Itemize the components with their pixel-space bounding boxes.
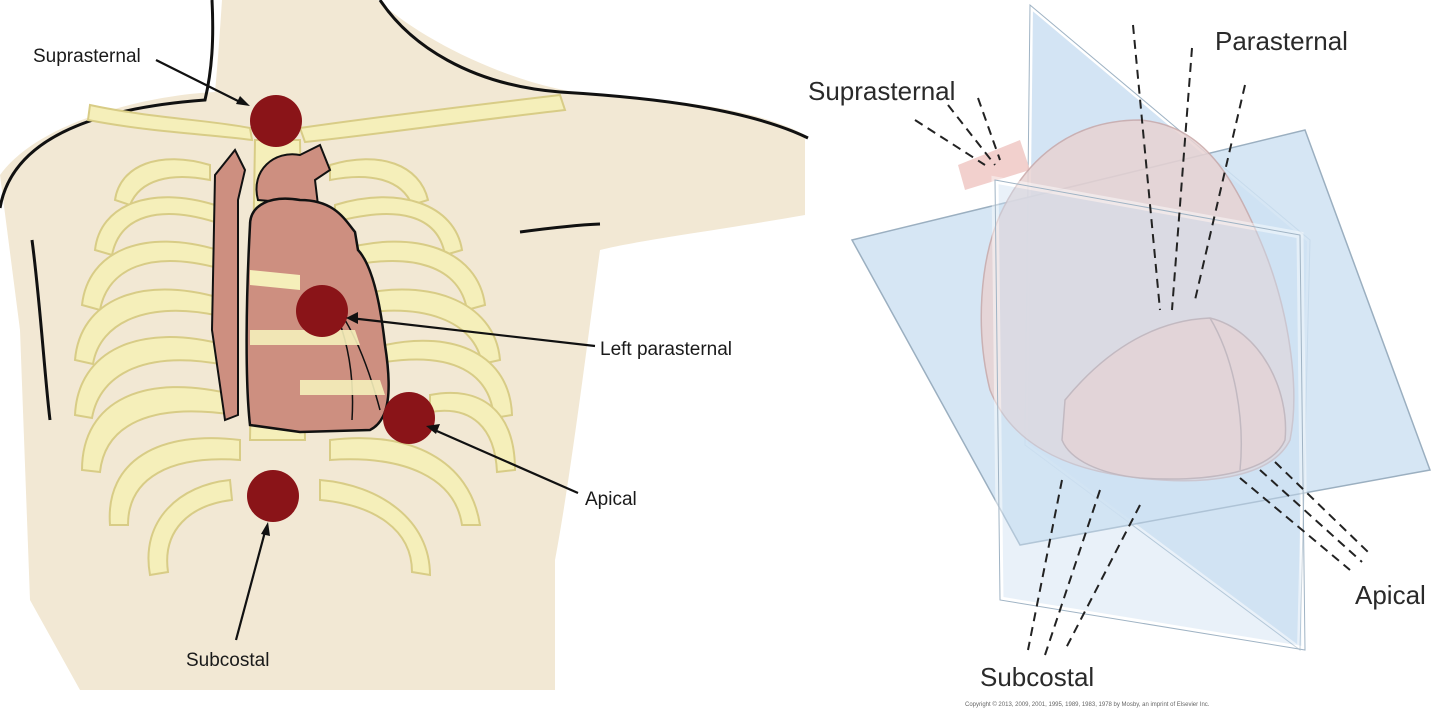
label-apical: Apical bbox=[585, 489, 637, 510]
label-subcostal: Subcostal bbox=[186, 650, 269, 671]
neck-left-outline bbox=[0, 0, 215, 209]
apical-arrowhead bbox=[426, 424, 440, 434]
clavicle-right bbox=[298, 93, 567, 144]
neck-right-outline bbox=[378, 0, 809, 140]
left-parasternal-arrowhead bbox=[346, 312, 358, 324]
label-parasternal-3d: Parasternal bbox=[1215, 26, 1348, 56]
label-suprasternal: Suprasternal bbox=[33, 46, 141, 67]
subcostal-pointer bbox=[234, 527, 268, 641]
beam-lines bbox=[914, 24, 1369, 656]
suprasternal-arrowhead bbox=[236, 96, 250, 106]
label-suprasternal-3d: Suprasternal bbox=[808, 76, 955, 106]
apical-probe-site bbox=[383, 392, 435, 444]
imaging-planes-diagram: Suprasternal Parasternal Apical Subcosta… bbox=[808, 0, 1432, 708]
subcostal-probe-site bbox=[247, 470, 299, 522]
coronal-plane bbox=[991, 175, 1309, 655]
armpit-left-outline bbox=[30, 239, 52, 421]
subcostal-arrowhead bbox=[261, 522, 270, 536]
label-subcostal-3d: Subcostal bbox=[980, 662, 1094, 692]
left-parasternal-pointer bbox=[349, 316, 596, 348]
armpit-right-outline bbox=[519, 222, 601, 234]
clavicle-left bbox=[86, 103, 254, 142]
label-apical-3d: Apical bbox=[1355, 580, 1426, 610]
suprasternal-pointer bbox=[155, 59, 245, 105]
apical-pointer bbox=[429, 426, 579, 495]
left-parasternal-probe-site bbox=[296, 285, 348, 337]
suprasternal-probe-site bbox=[250, 95, 302, 147]
copyright-notice: Copyright © 2013, 2009, 2001, 1995, 1989… bbox=[965, 701, 1210, 708]
chest-diagram: Suprasternal Left parasternal Apical Sub… bbox=[0, 0, 809, 690]
label-left-parasternal: Left parasternal bbox=[600, 339, 732, 360]
